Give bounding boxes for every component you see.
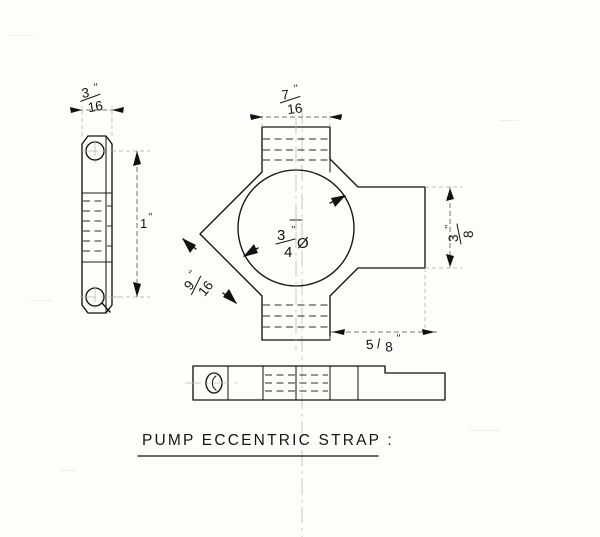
arm-length-denominator: 8 (385, 339, 394, 355)
drawing-title: PUMP ECCENTRIC STRAP : (142, 432, 394, 449)
arm-length-numerator: 5 (365, 337, 374, 353)
bore-denominator: 4 (284, 244, 292, 261)
dimension-overall-height-label: 1 " (140, 211, 153, 231)
flank-length-inch-mark: " (187, 268, 199, 279)
dimension-flank-length-label: 9 " 16 (181, 268, 216, 299)
dimension-arm-length-label: 5 / 8 " (365, 332, 402, 355)
dimension-arm-length (329, 268, 437, 340)
dimension-flank-length (182, 238, 237, 304)
diameter-symbol: Ø (297, 235, 309, 252)
bore-inch-mark: " (291, 224, 296, 236)
dimension-boss-width-label: 7 " 16 (279, 83, 303, 117)
arm-length-inch-mark: " (396, 332, 402, 344)
dimension-arm-height-label: 3 " 8 (443, 223, 476, 245)
dimension-bore-diameter-label: 3 " 4 Ø (275, 224, 309, 261)
arm-length-slash: / (376, 336, 381, 351)
dimension-overall-height (112, 150, 150, 298)
arm-height-denominator: 8 (461, 230, 476, 238)
dimension-thickness (70, 107, 124, 113)
overall-height-inch-mark: " (148, 211, 153, 223)
flank-length-denominator: 16 (195, 278, 216, 299)
side-view-hidden-lines (83, 200, 112, 252)
dimension-boss-width (250, 112, 342, 127)
thickness-inch-mark: " (93, 81, 99, 94)
bottom-section-view (185, 365, 446, 401)
drawing-title-block: PUMP ECCENTRIC STRAP : (137, 432, 394, 457)
boss-width-numerator: 7 (281, 87, 290, 103)
arm-height-numerator: 3 (446, 234, 461, 242)
front-plan-view (199, 118, 426, 350)
bottom-view-hidden-lines (265, 374, 328, 392)
side-elevation-view (80, 106, 120, 314)
dimension-thickness-label: 3 " 16 (80, 81, 104, 115)
bore-numerator: 3 (277, 227, 285, 244)
arm-height-inch-mark: " (443, 225, 455, 230)
thickness-denominator: 16 (87, 98, 104, 115)
boss-width-inch-mark: " (293, 83, 299, 95)
bore-leader-arrows (243, 195, 346, 257)
boss-width-denominator: 16 (286, 100, 303, 117)
overall-height-value: 1 (140, 216, 147, 231)
dimension-arm-height (425, 186, 462, 269)
thickness-numerator: 3 (80, 85, 90, 101)
paper-texture (8, 35, 518, 471)
